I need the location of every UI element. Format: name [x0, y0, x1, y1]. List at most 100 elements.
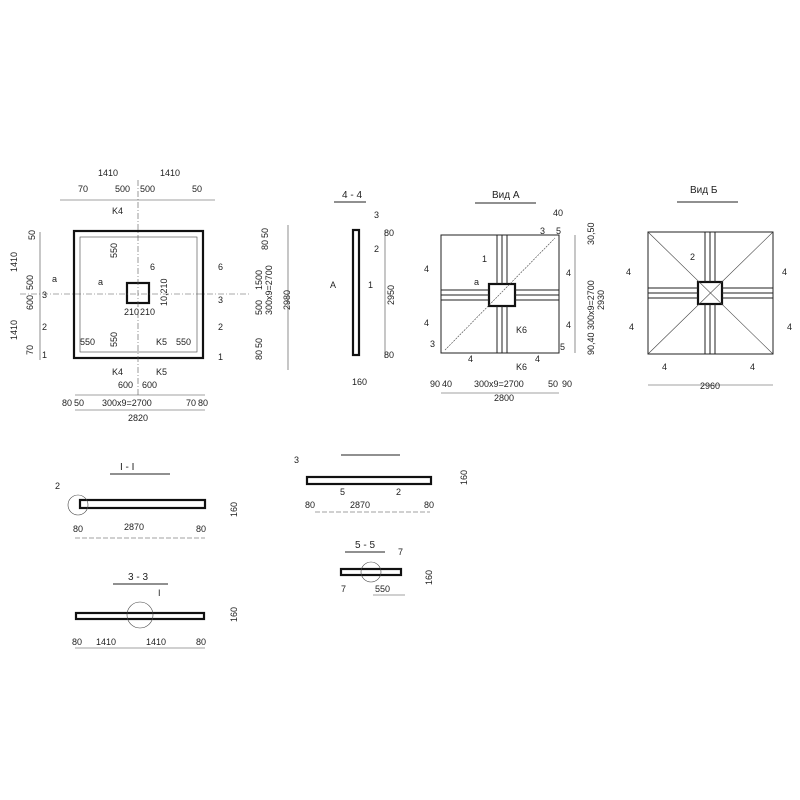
dim: 1410 — [160, 168, 180, 178]
dim: 600 — [142, 380, 157, 390]
dim: 80 — [384, 228, 394, 238]
dim: 500 — [254, 300, 264, 315]
dim: 160 — [352, 377, 367, 387]
dim: 80 — [73, 524, 83, 534]
section-1-1: I - I 2 80 2870 80 160 — [55, 462, 239, 539]
dim: 1410 — [9, 320, 19, 340]
dim: 600 — [25, 295, 35, 310]
dim: 90 — [430, 379, 440, 389]
dim: 210 — [140, 307, 155, 317]
dim: 50 — [74, 398, 84, 408]
dim: 550 — [109, 243, 119, 258]
dim-total: 2820 — [128, 413, 148, 423]
dim: 160 — [424, 570, 434, 585]
view-title: Вид А — [492, 190, 520, 201]
label: 5 — [556, 226, 561, 236]
label: 2 — [55, 481, 60, 491]
dim-total: 2800 — [494, 393, 514, 403]
dim: 80 — [196, 524, 206, 534]
label: 5 — [560, 342, 565, 352]
dim: 70 — [25, 345, 35, 355]
view-a: Вид А 1 4 4 4 4 4 4 3 3 5 5 K6 K6 a 40 3… — [424, 190, 606, 403]
dim: 500 — [25, 275, 35, 290]
dim: 300x9=2700 — [102, 398, 152, 408]
label: 4 — [787, 322, 792, 332]
dim: 90 — [562, 379, 572, 389]
section-5-5: 5 - 5 7 7 550 160 — [339, 540, 434, 596]
dim: 70 — [186, 398, 196, 408]
dim: 50 — [254, 338, 264, 348]
label: 3 — [294, 455, 299, 465]
label: 2 — [396, 487, 401, 497]
section-mark: 2 — [42, 322, 47, 332]
label: A — [330, 280, 336, 290]
section-mark: 2 — [218, 322, 223, 332]
label: 4 — [424, 264, 429, 274]
dim: 1410 — [9, 252, 19, 272]
dim-total: 2960 — [700, 381, 720, 391]
dim: 1410 — [146, 637, 166, 647]
dim: 300x9=2700 — [474, 379, 524, 389]
label: 4 — [629, 322, 634, 332]
dim: 1410 — [98, 168, 118, 178]
label: 4 — [468, 354, 473, 364]
label: 4 — [566, 320, 571, 330]
label: 4 — [535, 354, 540, 364]
dim: 30,50 — [586, 222, 596, 245]
dim: 160 — [229, 607, 239, 622]
section-mark: 1 — [218, 352, 223, 362]
section-mark: 6 — [218, 262, 223, 272]
section-mark: K6 — [516, 325, 527, 335]
section-mark: K6 — [516, 362, 527, 372]
section-mark: 1 — [42, 350, 47, 360]
dim: 70 — [78, 184, 88, 194]
dim: 550 — [80, 337, 95, 347]
dim: 80 — [72, 637, 82, 647]
dim: 160 — [229, 502, 239, 517]
label: a — [474, 277, 479, 287]
label: 2 — [374, 244, 379, 254]
label: 4 — [750, 362, 755, 372]
dim: 1410 — [96, 637, 116, 647]
section-mark: K4 — [112, 367, 123, 377]
dim: 500 — [140, 184, 155, 194]
dim: 10,210 — [159, 278, 169, 306]
label: 3 — [374, 210, 379, 220]
label: I — [158, 588, 161, 598]
section-mark: a — [52, 274, 57, 284]
dim: 50 — [27, 230, 37, 240]
section-mark: 6 — [150, 262, 155, 272]
label: 4 — [566, 268, 571, 278]
label: 4 — [662, 362, 667, 372]
dim: 300x9=2700 — [264, 265, 274, 315]
section-title: I - I — [120, 462, 134, 473]
dim: 80 — [424, 500, 434, 510]
section-mark: 3 — [42, 290, 47, 300]
dim: 80 — [305, 500, 315, 510]
dim: 160 — [459, 470, 469, 485]
dim: 50 — [260, 228, 270, 238]
dim: 550 — [375, 584, 390, 594]
label: 1 — [482, 254, 487, 264]
section-title: 3 - 3 — [128, 572, 148, 583]
label: 1 — [368, 280, 373, 290]
dim: 50 — [548, 379, 558, 389]
label: 4 — [782, 267, 787, 277]
dim: 600 — [118, 380, 133, 390]
label: 2 — [690, 252, 695, 262]
label: 7 — [341, 584, 346, 594]
dim: 90,40 — [586, 332, 596, 355]
label: 3 — [540, 226, 545, 236]
section-title: 5 - 5 — [355, 540, 375, 551]
dim: 550 — [109, 332, 119, 347]
dim: 2980 — [282, 290, 292, 310]
dim: 80 — [198, 398, 208, 408]
section-title: 4 - 4 — [342, 190, 362, 201]
dim: 80 — [384, 350, 394, 360]
dim: 2930 — [596, 290, 606, 310]
section-mark: 3 — [218, 295, 223, 305]
section-mark: a — [98, 277, 103, 287]
dim: 2950 — [386, 285, 396, 305]
dim: 500 — [115, 184, 130, 194]
